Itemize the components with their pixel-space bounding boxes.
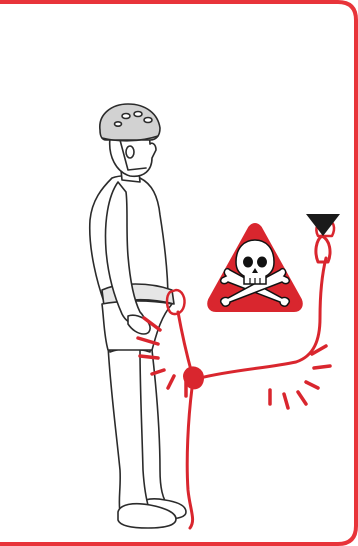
helmet-vent xyxy=(144,118,152,123)
climber-figure xyxy=(90,104,186,528)
rope-segment xyxy=(178,312,192,374)
anchor-sling xyxy=(316,236,330,262)
anchor-triangle-icon xyxy=(306,214,340,236)
rope-tail xyxy=(187,388,192,528)
shock-lines-right xyxy=(270,346,330,408)
skull-eye xyxy=(243,257,253,268)
helmet-vent xyxy=(134,112,142,117)
danger-skull-icon xyxy=(209,225,301,310)
helmet-vent xyxy=(115,122,122,126)
helmet-vent xyxy=(122,114,130,119)
ear xyxy=(126,146,134,158)
skull-eye xyxy=(257,257,267,268)
